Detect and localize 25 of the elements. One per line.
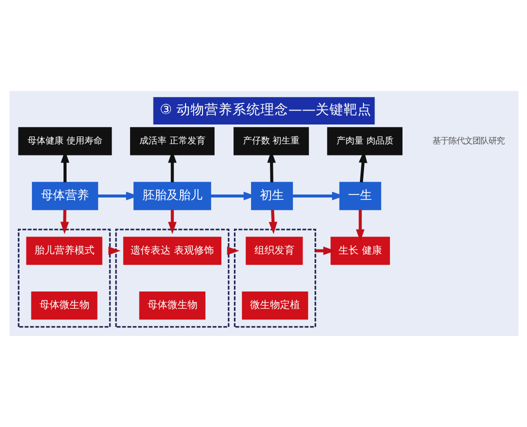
node-box: 母体营养 [31, 182, 98, 210]
node-box: 产仔数 初生重 [233, 127, 308, 156]
arrow [60, 210, 68, 234]
node-box: 成活率 正常发育 [130, 127, 214, 156]
cluster [17, 228, 110, 328]
label: 基于陈代文团队研究 [432, 135, 504, 146]
node-box: 产肉量 肉品质 [326, 127, 402, 156]
node-box: 胚胎及胎儿 [133, 182, 211, 210]
node-box: 生长 健康 [330, 236, 390, 265]
cluster [233, 228, 316, 328]
arrow [268, 210, 277, 234]
node-box: 一生 [338, 182, 381, 210]
node-box: 母体健康 使用寿命 [18, 127, 112, 156]
node-box: 胎儿营养模式 [26, 236, 102, 265]
node-box: 微生物定植 [241, 292, 308, 320]
arrow [168, 210, 176, 234]
arrow [314, 246, 336, 256]
diagram-title: ③ 动物营养系统理念——关键靶点 [159, 102, 372, 118]
arrow [355, 210, 364, 242]
cluster [114, 228, 229, 328]
node-box: 组织发育 [245, 236, 302, 265]
node-box: 初生 [250, 182, 292, 210]
node-box: 母体微生物 [30, 292, 97, 320]
node-box: 母体微生物 [138, 292, 205, 320]
node-box: 遗传表达 表观修饰 [122, 236, 221, 265]
